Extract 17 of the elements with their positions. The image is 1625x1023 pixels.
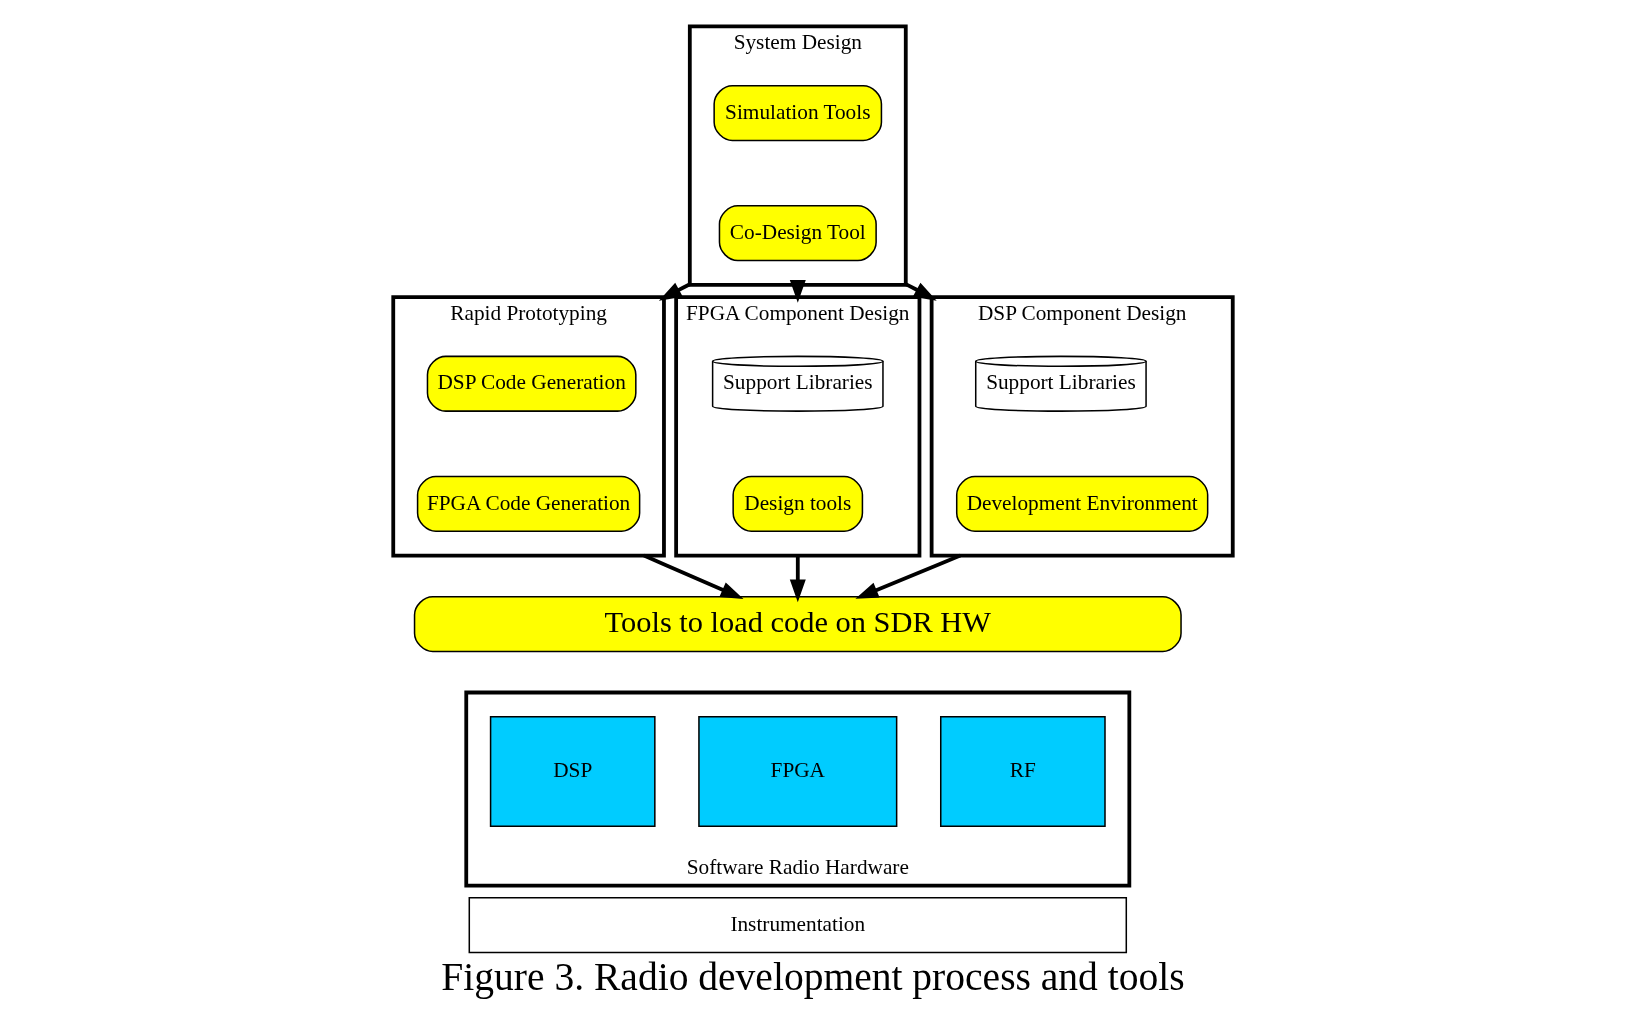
arrow — [658, 282, 691, 301]
node-box: Tools to load code on SDR HW — [413, 595, 1182, 653]
node-box: Simulation Tools — [712, 84, 882, 142]
arrow — [642, 553, 743, 599]
arrow — [854, 553, 961, 599]
node-box: Development Environment — [955, 475, 1208, 533]
node-box: Instrumentation — [468, 897, 1127, 954]
node-box: DSP — [489, 716, 656, 828]
node-box: FPGA — [697, 716, 897, 828]
caption: Figure 3. Radio development process and tools — [440, 955, 1185, 1000]
node-box: FPGA Code Generation — [416, 475, 640, 533]
node-box: DSP Code Generation — [426, 355, 637, 412]
node-box: Co-Design Tool — [718, 205, 877, 262]
node-box: Design tools — [731, 475, 863, 533]
arrow — [789, 279, 806, 303]
arrow — [789, 555, 806, 603]
node-box: RF — [939, 716, 1106, 828]
